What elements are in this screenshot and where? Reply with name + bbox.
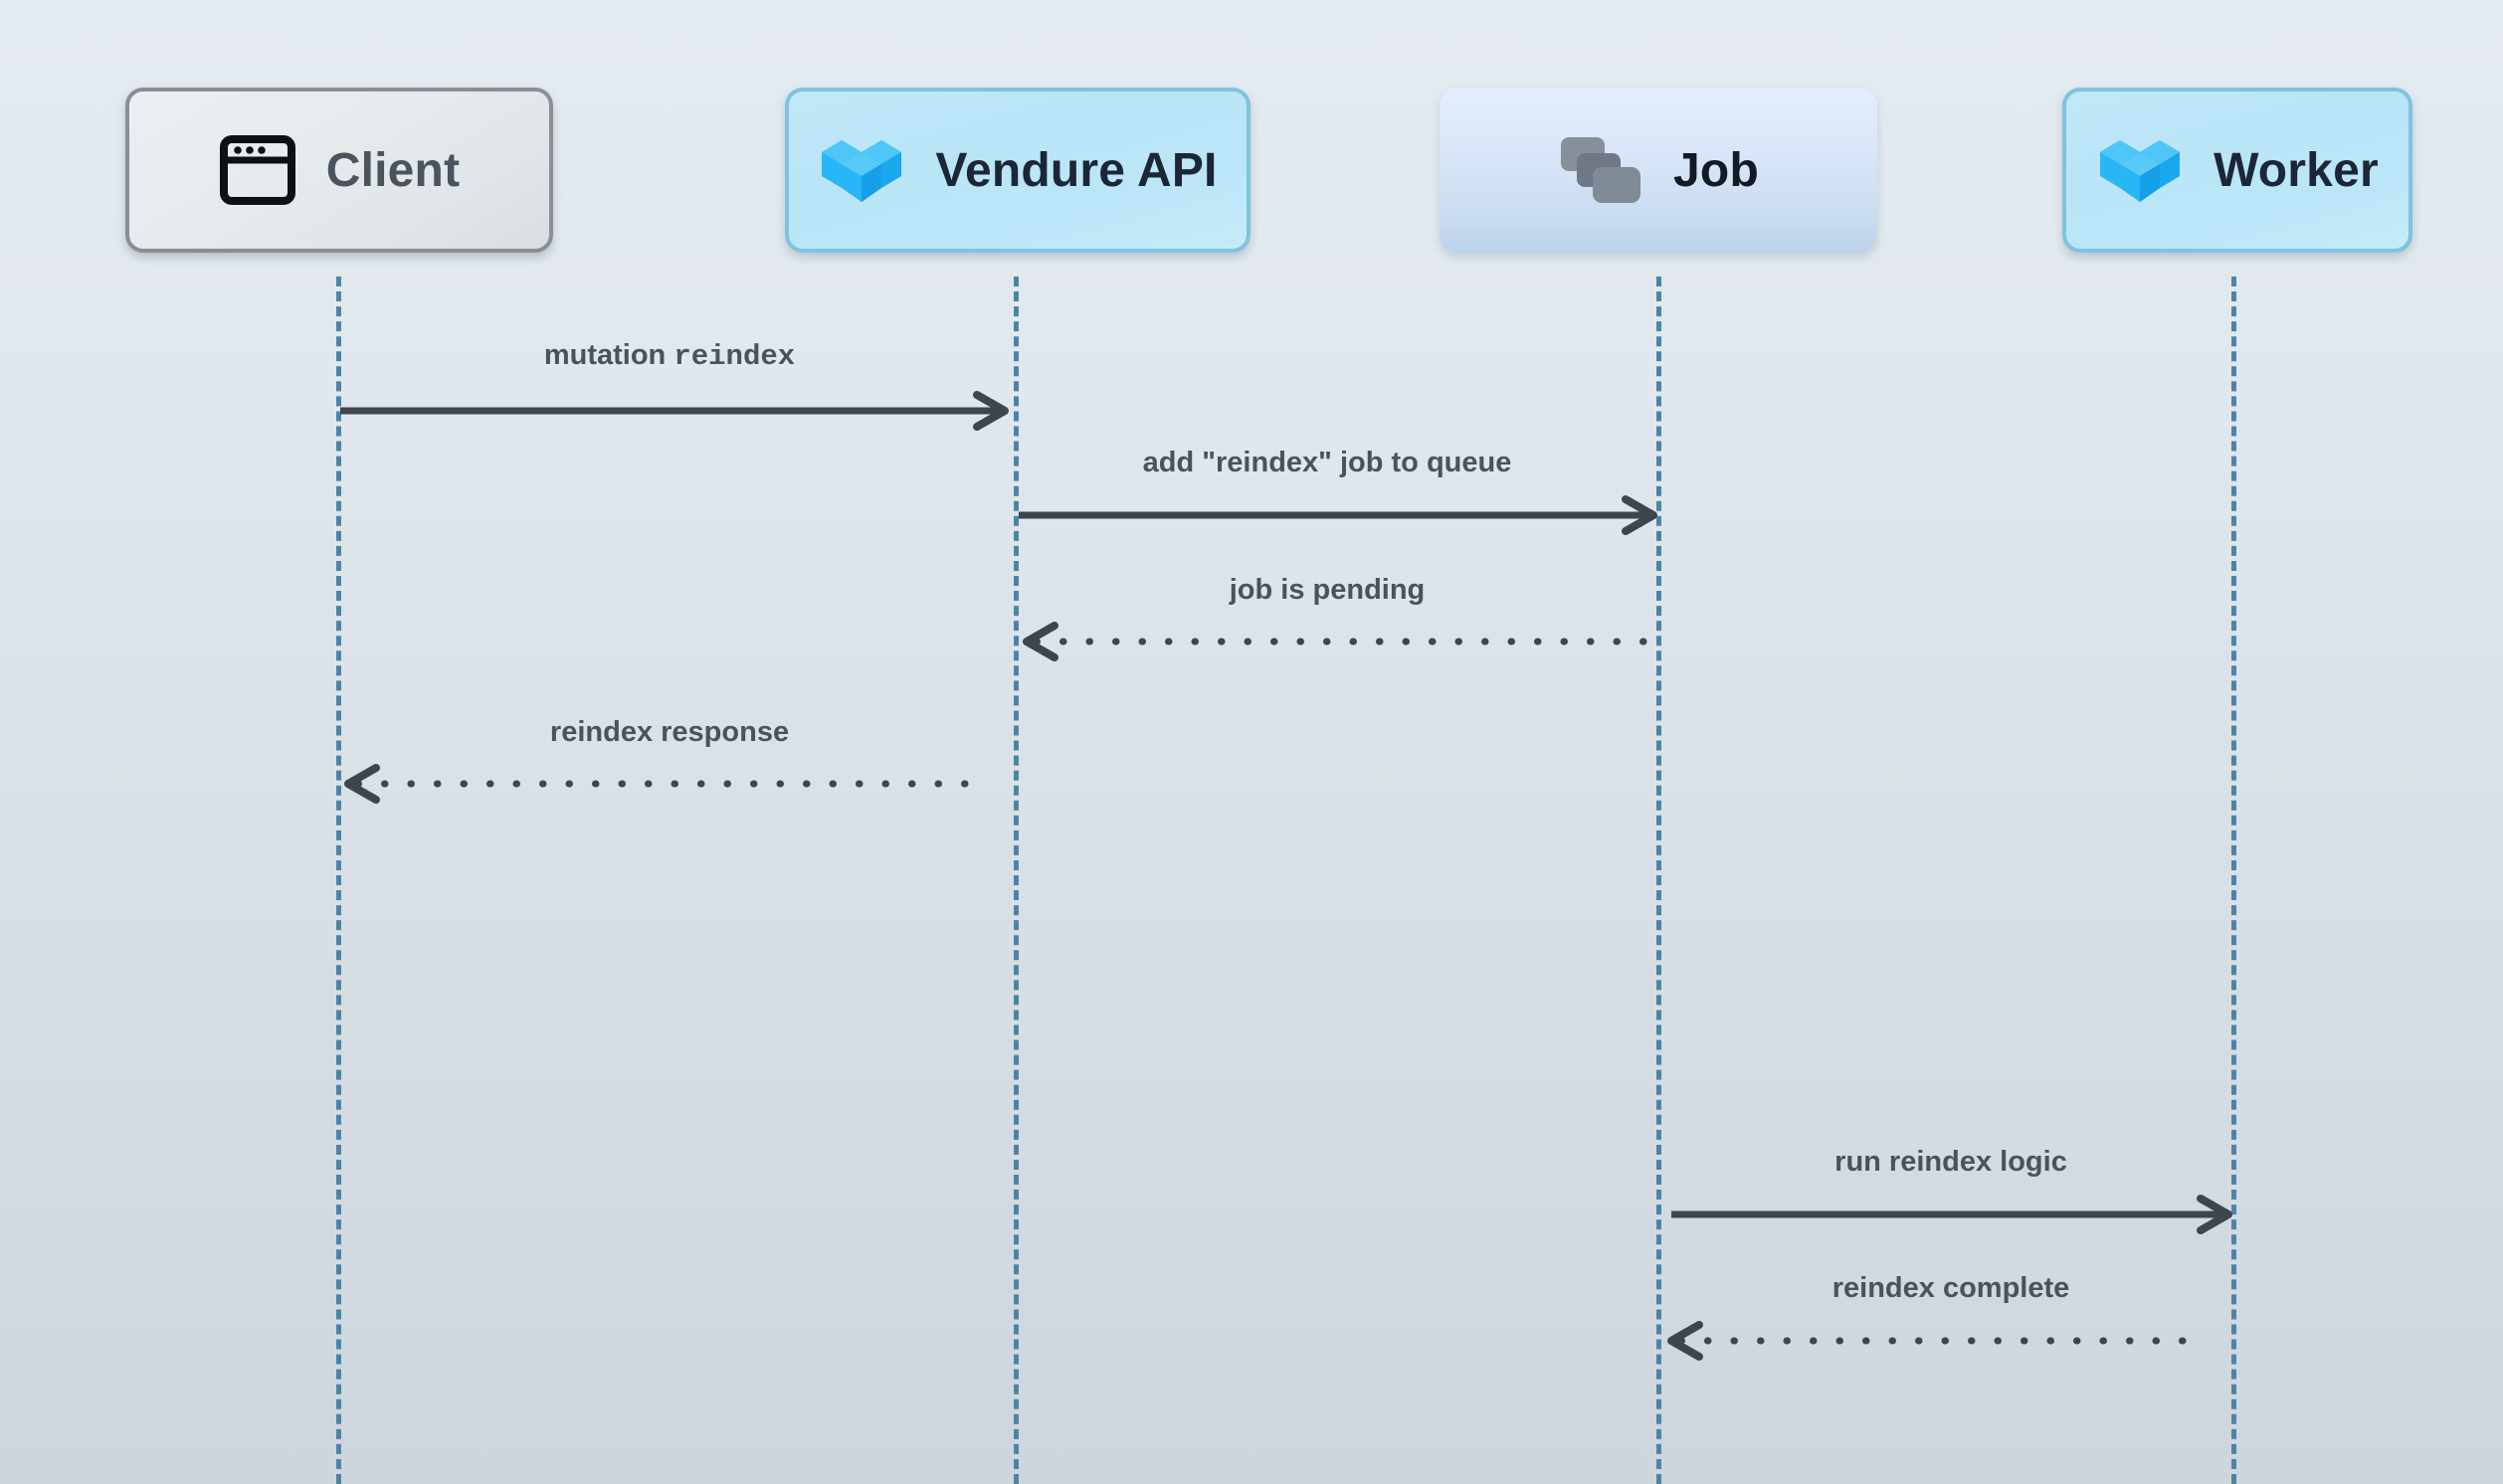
participant-label-client: Client bbox=[325, 143, 461, 197]
message-label-1-code: reindex bbox=[674, 340, 796, 373]
participant-job[interactable]: Job bbox=[1440, 88, 1877, 253]
participant-label-job: Job bbox=[1673, 143, 1759, 197]
participant-client[interactable]: Client bbox=[125, 88, 553, 253]
vendure-logo-icon bbox=[818, 132, 905, 208]
participant-label-vendure-api: Vendure API bbox=[935, 143, 1218, 197]
lifeline-client bbox=[336, 277, 341, 1484]
message-label-6-text: reindex complete bbox=[1831, 1272, 2070, 1304]
message-label-4: reindex response bbox=[550, 716, 789, 749]
message-label-3-text: job is pending bbox=[1229, 574, 1426, 606]
browser-window-icon bbox=[219, 134, 296, 206]
message-label-1: mutation reindex bbox=[544, 339, 795, 373]
message-arrow-2 bbox=[1019, 495, 1657, 535]
participant-vendure-api[interactable]: Vendure API bbox=[785, 88, 1251, 253]
message-arrow-1 bbox=[340, 391, 1009, 431]
message-label-5-text: run reindex logic bbox=[1834, 1146, 2067, 1178]
message-arrow-4 bbox=[344, 764, 989, 804]
message-arrow-6 bbox=[1667, 1321, 2213, 1361]
stacked-cards-icon bbox=[1558, 134, 1643, 206]
message-label-2: add "reindex" job to queue bbox=[1143, 447, 1512, 479]
message-label-4-text: reindex response bbox=[549, 716, 790, 748]
message-arrow-5 bbox=[1671, 1195, 2232, 1234]
lifeline-job bbox=[1656, 277, 1661, 1484]
participant-worker[interactable]: Worker bbox=[2062, 88, 2412, 253]
message-label-1-text: mutation bbox=[543, 339, 674, 371]
message-arrow-3 bbox=[1023, 622, 1657, 661]
message-label-6: reindex complete bbox=[1832, 1272, 2070, 1305]
message-label-3: job is pending bbox=[1230, 574, 1426, 607]
lifeline-vendure-api bbox=[1014, 277, 1019, 1484]
vendure-logo-icon bbox=[2096, 132, 2184, 208]
participant-label-worker: Worker bbox=[2214, 143, 2379, 197]
lifeline-worker bbox=[2231, 277, 2236, 1484]
message-label-2-text: add "reindex" job to queue bbox=[1142, 447, 1512, 478]
message-label-5: run reindex logic bbox=[1834, 1146, 2067, 1179]
